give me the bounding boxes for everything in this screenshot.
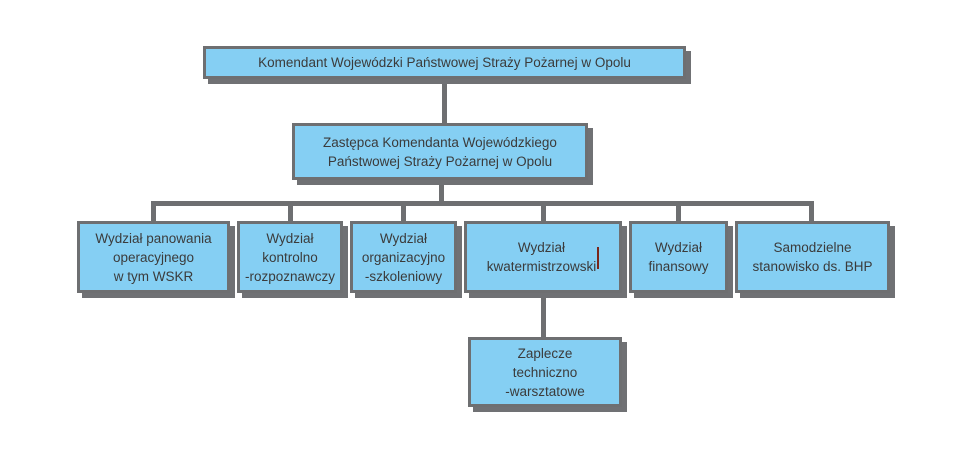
connector-root-to-deputy [442,79,447,123]
node-wydzial-finansowy: Wydział finansowy [629,221,728,293]
node-wydzial-finansowy-label: Wydział finansowy [648,240,709,274]
node-wydzial-kwatermistrzowski: Wydział kwatermistrzowski [464,221,622,293]
node-wydzial-operacyjny: Wydział panowania operacyjnego w tym WSK… [77,221,230,293]
connector-drop-control [288,201,293,221]
node-wydzial-kontrolno-rozpoznawczy: Wydział kontrolno -rozpoznawczy [237,221,343,293]
node-zastepca-label: Zastępca Komendanta Wojewódzkiego Państw… [323,134,557,169]
connector-deputy-to-bus [439,180,444,201]
text-cursor-artifact [597,247,600,269]
connector-drop-organization [401,201,406,221]
node-zastepca-komendanta: Zastępca Komendanta Wojewódzkiego Państw… [292,123,588,180]
connector-drop-bhp [809,201,814,221]
node-zaplecze-label: Zaplecze techniczno -warsztatowe [505,345,585,399]
node-komendant-label: Komendant Wojewódzki Państwowej Straży P… [258,55,631,70]
node-wydzial-organizacyjno-szkoleniowy: Wydział organizacyjno -szkoleniowy [350,221,457,293]
connector-quartermaster-to-workshop [541,293,546,337]
node-wydzial-kontrolno-label: Wydział kontrolno -rozpoznawczy [244,230,336,284]
node-zaplecze-techniczno-warsztatowe: Zaplecze techniczno -warsztatowe [468,337,622,407]
connector-drop-operations [151,201,156,221]
connector-horizontal-bus [151,201,814,206]
connector-drop-finance [676,201,681,221]
node-wydzial-organizacyjno-label: Wydział organizacyjno -szkoleniowy [361,230,446,284]
node-wydzial-operacyjny-label: Wydział panowania operacyjnego w tym WSK… [95,230,212,284]
connector-drop-quartermaster [541,201,546,221]
node-wydzial-kwatermistrzowski-label: Wydział kwatermistrzowski [486,240,597,274]
node-komendant-wojewodzki: Komendant Wojewódzki Państwowej Straży P… [203,46,686,79]
node-samodzielne-stanowisko-bhp: Samodzielne stanowisko ds. BHP [735,221,890,293]
node-bhp-label: Samodzielne stanowisko ds. BHP [752,240,873,274]
